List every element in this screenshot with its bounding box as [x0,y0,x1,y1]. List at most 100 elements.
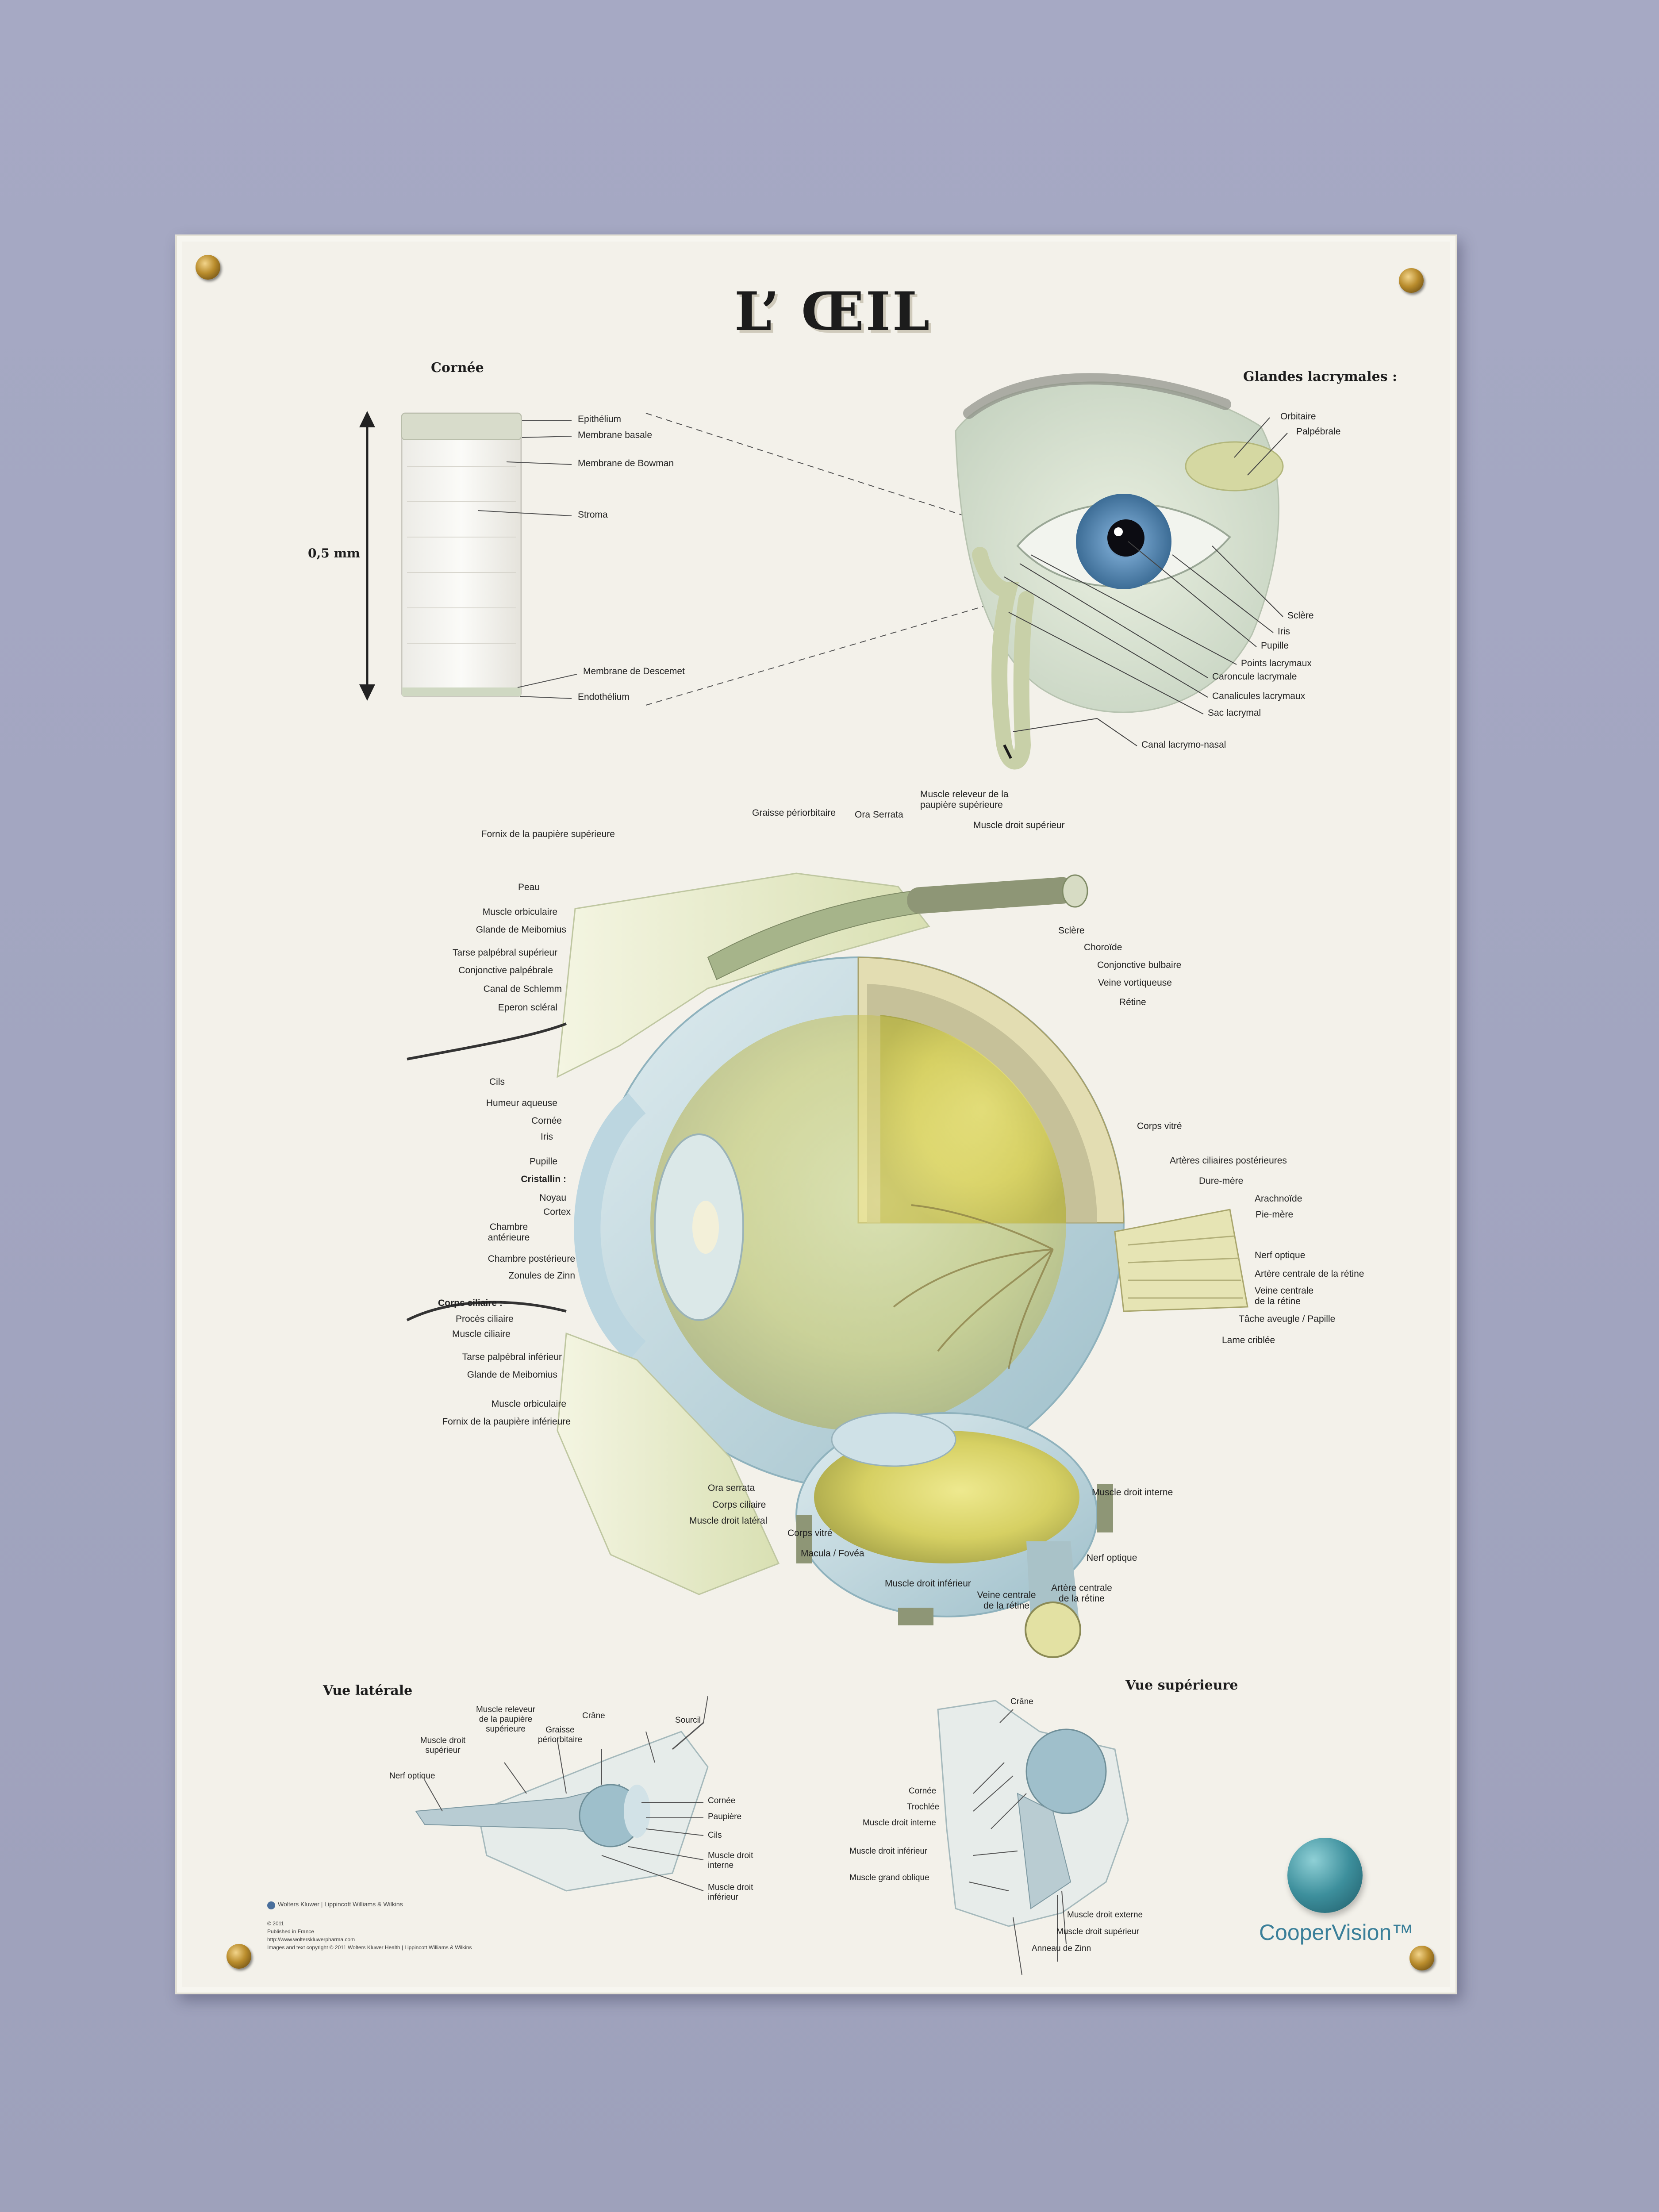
footer-year: © 2011 [267,1920,284,1927]
lateral-label-graisse: Graisse périorbitaire [538,1725,583,1744]
superior-label-trochlee: Trochlée [907,1802,940,1812]
pin-bottom-left [227,1944,251,1969]
main-label-fornix-sup: Fornix de la paupière supérieure [481,829,615,839]
lateral-label-droit-interne: Muscle droit interne [708,1851,753,1870]
poster-title: L’ ŒIL [734,280,932,343]
cornea-label-bowman: Membrane de Bowman [578,458,674,469]
eye-cross-section-illustration [406,872,1248,1658]
main-label-tarse-inf: Tarse palpébral inférieur [462,1352,562,1362]
main-label-cils: Cils [489,1077,505,1087]
main-label-corps-vitre: Corps vitré [1137,1121,1182,1131]
main-label-veine-vortiqueuse: Veine vortiqueuse [1098,978,1172,988]
main-label-nerf-optique-bottom: Nerf optique [1087,1553,1137,1563]
superior-label-droit-interne: Muscle droit interne [863,1818,936,1828]
superior-label-anneau-zinn: Anneau de Zinn [1032,1944,1091,1953]
main-label-releveur: Muscle releveur de la paupière supérieur… [920,789,1009,810]
main-label-droit-inferieur: Muscle droit inférieur [885,1578,971,1589]
main-label-dure-mere: Dure-mère [1199,1176,1244,1186]
superior-label-grand-oblique: Muscle grand oblique [849,1873,929,1882]
lacrimal-eye-illustration [955,373,1288,770]
main-label-droit-interne: Muscle droit interne [1092,1487,1173,1498]
main-label-schlemm: Canal de Schlemm [483,984,562,994]
footer-publisher: Wolters Kluwer | Lippincott Williams & W… [278,1901,403,1908]
main-label-pie-mere: Pie-mère [1256,1210,1294,1220]
superior-label-droit-inferieur: Muscle droit inférieur [849,1847,928,1856]
lateral-label-crane: Crâne [582,1711,605,1720]
superior-label-crane: Crâne [1010,1697,1033,1706]
main-label-veine-centrale-bottom: Veine centrale de la rétine [977,1590,1036,1611]
main-label-meibomius-sup: Glande de Meibomius [476,925,566,935]
main-label-artere-centrale-bottom: Artère centrale de la rétine [1051,1583,1112,1604]
main-label-choroide: Choroïde [1084,942,1122,952]
main-label-sclere: Sclère [1058,926,1085,936]
main-label-pupille: Pupille [529,1156,557,1167]
lateral-label-droit-inferieur: Muscle droit inférieur [708,1883,753,1902]
superior-label-droit-externe: Muscle droit externe [1067,1910,1143,1920]
main-label-cristallin: Cristallin : [521,1174,566,1184]
main-label-corps-vitre-bottom: Corps vitré [787,1528,833,1538]
main-label-orbiculaire-inf: Muscle orbiculaire [491,1399,566,1409]
main-label-eperon: Eperon scléral [498,1002,557,1013]
main-label-cornee: Cornée [531,1116,562,1126]
main-label-muscle-ciliaire: Muscle ciliaire [452,1329,511,1339]
main-label-veine-centrale: Veine centrale de la rétine [1255,1286,1314,1307]
superior-heading: Vue supérieure [1125,1678,1238,1693]
main-label-chambre-post: Chambre postérieure [488,1254,575,1264]
lateral-label-releveur: Muscle releveur de la paupière supérieur… [476,1705,536,1734]
coopervision-logo-icon [1287,1838,1363,1913]
superior-label-droit-superieur: Muscle droit supérieur [1056,1927,1139,1936]
main-label-artere-centrale: Artère centrale de la rétine [1255,1269,1364,1279]
brand-name: CooperVision™ [1259,1920,1414,1945]
lacrimal-label-canalicules: Canalicules lacrymaux [1212,691,1306,701]
cornea-illustration [359,411,1031,706]
cornea-scale-label: 0,5 mm [308,546,360,561]
main-label-lame-criblee: Lame criblée [1222,1335,1275,1345]
pin-top-left [196,255,220,280]
footer-published: Published in France [267,1928,315,1935]
lacrimal-label-palpebrale: Palpébrale [1296,426,1341,437]
main-label-droit-superieur: Muscle droit supérieur [973,820,1065,830]
main-label-nerf-optique: Nerf optique [1255,1250,1306,1260]
main-label-graisse: Graisse périorbitaire [752,808,836,818]
main-label-chambre-ant: Chambre antérieure [488,1222,530,1243]
main-label-peau: Peau [518,882,540,892]
main-label-conjonctive-palp: Conjonctive palpébrale [458,965,553,975]
lateral-label-sourcil: Sourcil [675,1716,701,1725]
lateral-label-nerf-optique: Nerf optique [389,1771,435,1781]
main-label-corps-ciliaire-bottom: Corps ciliaire [712,1500,766,1510]
lacrimal-label-pupille: Pupille [1261,641,1289,651]
main-label-meibomius-inf: Glande de Meibomius [467,1370,557,1380]
footer-copyright: Images and text copyright © 2011 Wolters… [267,1944,472,1951]
lacrimal-label-points: Points lacrymaux [1241,658,1312,668]
lateral-label-droit-sup: Muscle droit supérieur [420,1736,466,1755]
pin-bottom-right [1409,1946,1434,1970]
main-label-tarse-sup: Tarse palpébral supérieur [453,948,557,958]
lacrimal-label-orbitaire: Orbitaire [1280,411,1316,422]
cornea-label-epithelium: Epithélium [578,414,622,424]
lacrimal-label-sac: Sac lacrymal [1208,708,1261,718]
main-label-iris: Iris [541,1132,553,1142]
main-label-arteres-ciliaires: Artères ciliaires postérieures [1170,1156,1287,1166]
main-label-ora-serrata-top: Ora Serrata [855,810,903,820]
main-label-proces-ciliaire: Procès ciliaire [456,1314,514,1324]
main-label-tache-aveugle: Tâche aveugle / Papille [1239,1314,1336,1324]
main-label-cortex: Cortex [543,1207,571,1217]
main-label-conjonctive-bulbaire: Conjonctive bulbaire [1097,960,1182,970]
lateral-label-cils: Cils [708,1831,722,1840]
cornea-label-descemet: Membrane de Descemet [583,666,685,676]
anatomy-poster: L’ ŒIL Cornée 0,5 mm Ep [175,234,1457,1994]
lateral-label-paupiere: Paupière [708,1812,742,1821]
main-label-orbiculaire-sup: Muscle orbiculaire [482,907,557,917]
lacrimal-label-iris: Iris [1278,626,1290,637]
main-label-droit-lateral: Muscle droit latéral [689,1516,768,1526]
superior-label-cornee: Cornée [909,1786,937,1796]
main-label-macula: Macula / Fovéa [801,1548,864,1559]
main-label-humeur: Humeur aqueuse [486,1098,557,1108]
main-label-fornix-inf: Fornix de la paupière inférieure [442,1417,571,1427]
lacrimal-label-canal-nasal: Canal lacrymo-nasal [1141,740,1226,750]
cornea-label-basal: Membrane basale [578,430,653,440]
lacrimal-label-sclere: Sclère [1287,611,1314,621]
main-label-zonules: Zonules de Zinn [508,1271,575,1281]
cornea-label-stroma: Stroma [578,510,608,520]
superior-view-illustration [937,1700,1129,1975]
